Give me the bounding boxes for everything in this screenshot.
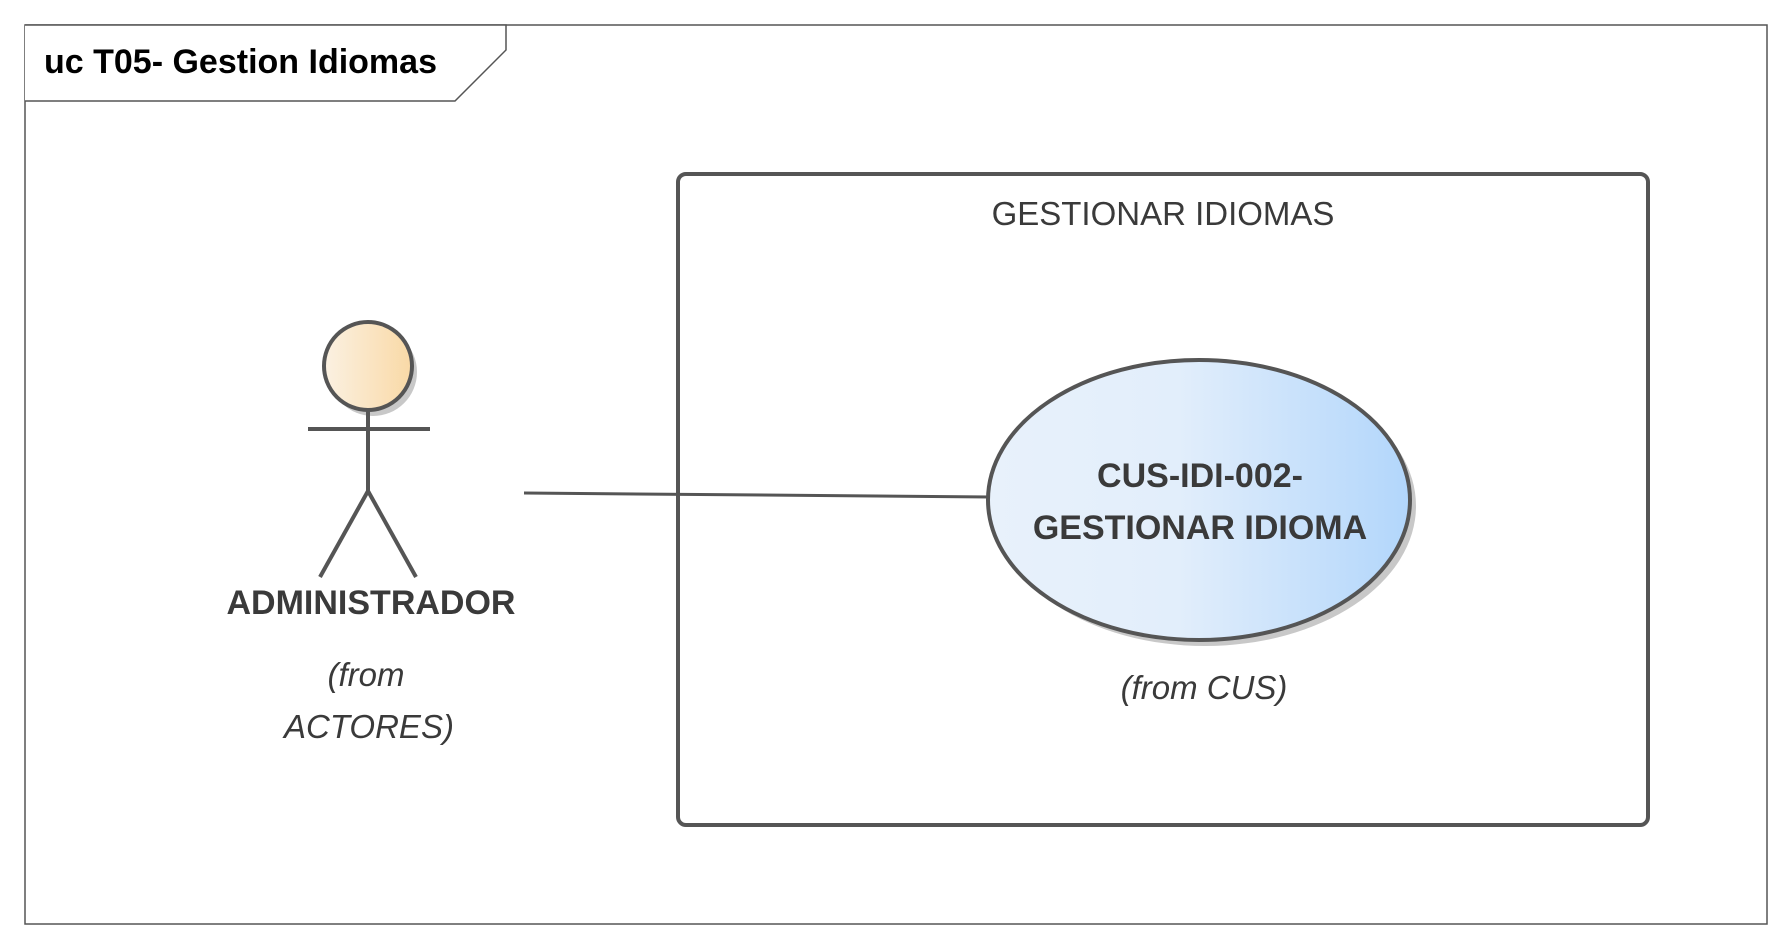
- association-line[interactable]: [523, 491, 991, 499]
- system-boundary-title: GESTIONAR IDIOMAS: [992, 195, 1335, 232]
- frame-title: uc T05- Gestion Idiomas: [44, 43, 437, 81]
- actor-name: ADMINISTRADOR: [227, 584, 516, 622]
- use-case-from: (from CUS): [1121, 669, 1288, 706]
- actor-from-line2: ACTORES): [282, 708, 454, 745]
- actor-head: [322, 320, 414, 412]
- actor-administrador[interactable]: [308, 320, 430, 578]
- actor-right-leg: [366, 490, 418, 578]
- actor-left-leg: [318, 490, 370, 578]
- use-case-name-line1: CUS-IDI-002-: [1097, 457, 1303, 495]
- frame-title-tab: [25, 24, 507, 102]
- use-case-name-line2: GESTIONAR IDIOMA: [1033, 509, 1367, 547]
- use-case-ellipse: [986, 358, 1412, 642]
- actor-from-line1: (from: [328, 656, 405, 693]
- use-case-cus-idi-002[interactable]: CUS-IDI-002- GESTIONAR IDIOMA: [986, 358, 1416, 646]
